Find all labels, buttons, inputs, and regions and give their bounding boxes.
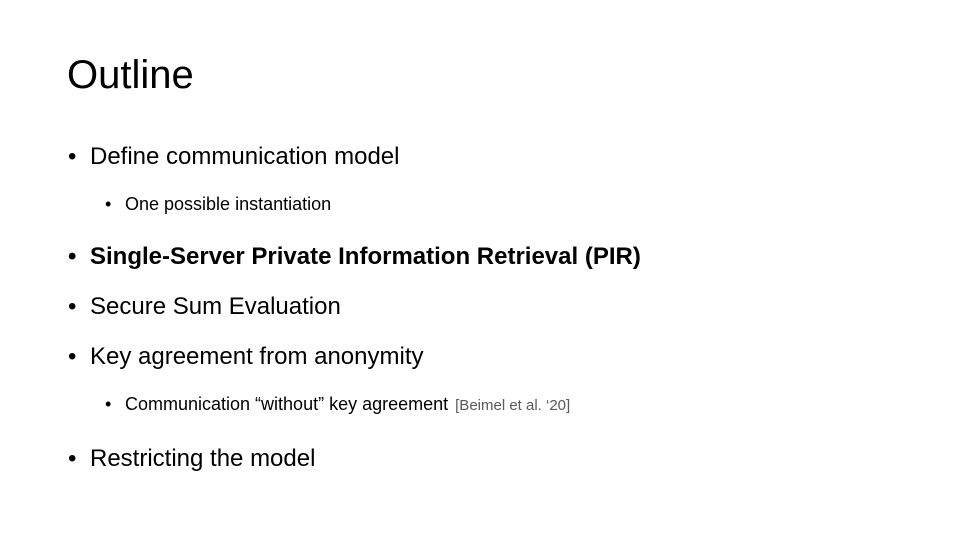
bullet-item-one-possible-instantiation: • One possible instantiation	[0, 192, 960, 216]
bullet-marker-icon: •	[68, 445, 77, 472]
bullet-item-key-agreement-from-anonymity: • Key agreement from anonymity	[0, 342, 960, 372]
spacer	[0, 272, 960, 292]
bullet-label: Secure Sum Evaluation	[90, 293, 341, 320]
bullet-marker-icon: •	[68, 143, 77, 170]
bullet-label: Define communication model	[90, 143, 400, 170]
bullet-label: Restricting the model	[90, 445, 316, 472]
spacer	[0, 216, 960, 242]
bullet-label: One possible instantiation	[125, 194, 332, 214]
spacer	[0, 322, 960, 342]
bullet-marker-icon: •	[68, 293, 77, 320]
bullet-label: Communication “without” key agreement	[125, 394, 449, 414]
spacer	[0, 418, 960, 444]
bullet-marker-icon: •	[68, 343, 77, 370]
bullet-item-single-server-pir: • Single-Server Private Information Retr…	[0, 242, 960, 272]
bullet-label: Single-Server Private Information Retrie…	[90, 243, 641, 270]
bullet-item-restricting-the-model: • Restricting the model	[0, 444, 960, 474]
bullet-label: Key agreement from anonymity	[90, 343, 424, 370]
bullet-item-define-communication-model: • Define communication model	[0, 142, 960, 172]
spacer	[0, 372, 960, 392]
bullet-marker-icon: •	[68, 243, 77, 270]
bullet-item-communication-without-key-agreement: • Communication “without” key agreement …	[0, 392, 960, 418]
bullet-item-secure-sum-evaluation: • Secure Sum Evaluation	[0, 292, 960, 322]
bullet-marker-icon: •	[105, 194, 112, 214]
page-title: Outline	[67, 53, 194, 97]
outline-bullet-list: • Define communication model • One possi…	[0, 142, 960, 474]
spacer	[0, 172, 960, 192]
citation-reference: [Beimel et al. ‘20]	[455, 397, 571, 414]
bullet-marker-icon: •	[105, 394, 112, 414]
